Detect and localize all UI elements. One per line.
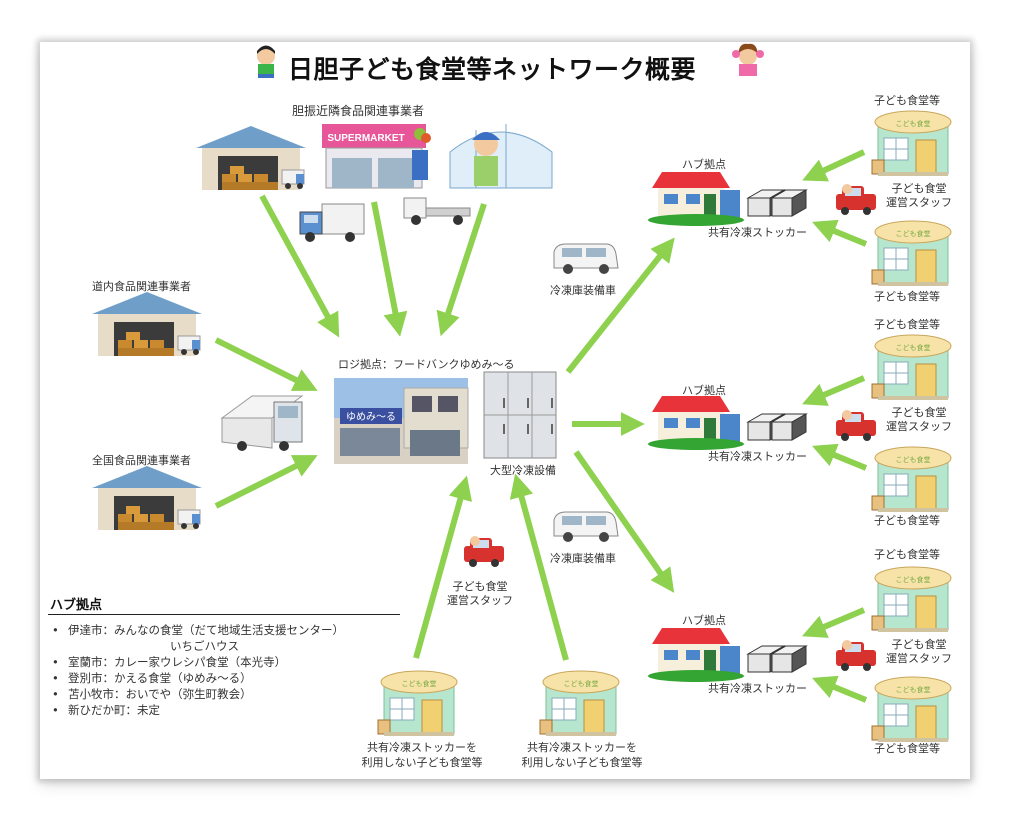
hokkaido-food-label: 道内食品関連事業者 (92, 280, 191, 293)
non-user-cafeteria-label-2: 共有冷凍ストッカーを 利用しない子ども食堂等 (521, 741, 643, 769)
girl-icon (732, 43, 764, 76)
legend-list: 伊達市：みんなの食堂（だて地域生活支援センター） いちごハウス 室蘭市：カレー家… (52, 622, 344, 718)
boy-icon (257, 45, 275, 78)
non-user-cafeteria-icon-1: こども食堂 (377, 670, 458, 737)
cafe-sign: こども食堂 (896, 343, 931, 352)
legend-item: 伊達市：みんなの食堂（だて地域生活支援センター） (52, 622, 344, 638)
legend-item: 苫小牧市：おいでや（弥生町教会） (52, 686, 344, 702)
legend-item: 室蘭市：カレー家ウレシパ食堂（本光寺） (52, 654, 344, 670)
stocker-icon-2 (747, 413, 807, 441)
hub-label-2: ハブ拠点 (682, 384, 726, 397)
foodbank-sign: ゆめみ～る (346, 411, 396, 423)
hokkaido-warehouse-icon (91, 291, 203, 357)
stocker-icon-3 (747, 645, 807, 673)
non-user-cafeteria-icon-2: こども食堂 (539, 670, 620, 737)
hub-label-1: ハブ拠点 (682, 158, 726, 171)
legend-item: 新ひだか町：未定 (52, 702, 344, 718)
freezer-label: 大型冷凍設備 (490, 464, 556, 477)
legend-item: いちごハウス (170, 639, 239, 653)
hub2-cafeteria-top-icon: こども食堂 (871, 334, 952, 401)
cafe-sign: こども食堂 (402, 679, 437, 688)
supermarket-icon: SUPERMARKET (322, 124, 431, 189)
logistics-label: ロジ拠点：フードバンクゆめみ～る (338, 358, 515, 371)
hub-house-icon-3 (648, 628, 744, 682)
van-label-top: 冷凍庫装備車 (550, 284, 616, 297)
cafe-sign: こども食堂 (896, 119, 931, 128)
stocker-label-3: 共有冷凍ストッカー (708, 682, 807, 695)
hub3-cafeteria-bottom-label: 子ども食堂等 (874, 742, 940, 755)
hub3-cafeteria-top-label: 子ども食堂等 (874, 548, 940, 561)
hub1-cafeteria-top-label: 子ども食堂等 (874, 94, 940, 107)
semi-truck-icon (220, 395, 304, 451)
hub2-staff-label: 子ども食堂 運営スタッフ (886, 406, 952, 433)
hub1-staff-label: 子ども食堂 運営スタッフ (886, 182, 952, 209)
iburi-warehouse-icon (195, 125, 307, 191)
hub-staff-car-icon-3 (836, 640, 876, 671)
hub3-staff-label: 子ども食堂 運営スタッフ (886, 638, 952, 665)
cafe-sign: こども食堂 (896, 685, 931, 694)
hub3-cafeteria-bottom-icon: こども食堂 (871, 676, 952, 743)
hub1-cafeteria-bottom-icon: こども食堂 (871, 220, 952, 287)
hub2-cafeteria-top-label: 子ども食堂等 (874, 318, 940, 331)
farmer-greenhouse-icon (449, 124, 553, 189)
hub1-cafeteria-top-icon: こども食堂 (871, 110, 952, 177)
light-truck-icon (403, 197, 471, 225)
legend-item: 登別市：かえる食堂（ゆめみ～る） (52, 670, 344, 686)
hub-staff-car-icon-1 (836, 184, 876, 215)
hub2-cafeteria-bottom-icon: こども食堂 (871, 446, 952, 513)
delivery-truck-icon (299, 203, 365, 242)
flow-arrows (214, 149, 868, 703)
hub2-cafeteria-bottom-label: 子ども食堂等 (874, 514, 940, 527)
supermarket-sign: SUPERMARKET (327, 133, 404, 144)
large-freezer-icon (483, 371, 557, 459)
hub1-cafeteria-bottom-label: 子ども食堂等 (874, 290, 940, 303)
freezer-van-icon-top (553, 243, 619, 275)
cafe-sign: こども食堂 (564, 679, 599, 688)
cafe-sign: こども食堂 (896, 575, 931, 584)
center-staff-label: 子ども食堂 運営スタッフ (447, 580, 513, 607)
stocker-icon-1 (747, 189, 807, 217)
diagram-title: 日胆子ども食堂等ネットワーク概要 (288, 55, 697, 84)
cafe-sign: こども食堂 (896, 229, 931, 238)
hub-house-icon-1 (648, 172, 744, 226)
foodbank-photo: ゆめみ～る (334, 378, 469, 464)
hub-label-3: ハブ拠点 (682, 614, 726, 627)
hub-house-icon-2 (648, 396, 744, 450)
hub3-cafeteria-top-icon: こども食堂 (871, 566, 952, 633)
center-staff-car-icon (464, 536, 504, 567)
freezer-van-icon-bottom (553, 511, 619, 543)
non-user-cafeteria-label-1: 共有冷凍ストッカーを 利用しない子ども食堂等 (361, 741, 483, 769)
national-warehouse-icon (91, 465, 203, 531)
hub-staff-car-icon-2 (836, 410, 876, 441)
iburi-food-label: 胆振近隣食品関連事業者 (292, 104, 425, 118)
van-label-bottom: 冷凍庫装備車 (550, 552, 616, 565)
legend-divider (48, 614, 400, 615)
legend-title: ハブ拠点 (50, 598, 103, 613)
cafe-sign: こども食堂 (896, 455, 931, 464)
stocker-label-1: 共有冷凍ストッカー (708, 226, 807, 239)
stocker-label-2: 共有冷凍ストッカー (708, 450, 807, 463)
national-food-label: 全国食品関連事業者 (92, 454, 191, 467)
